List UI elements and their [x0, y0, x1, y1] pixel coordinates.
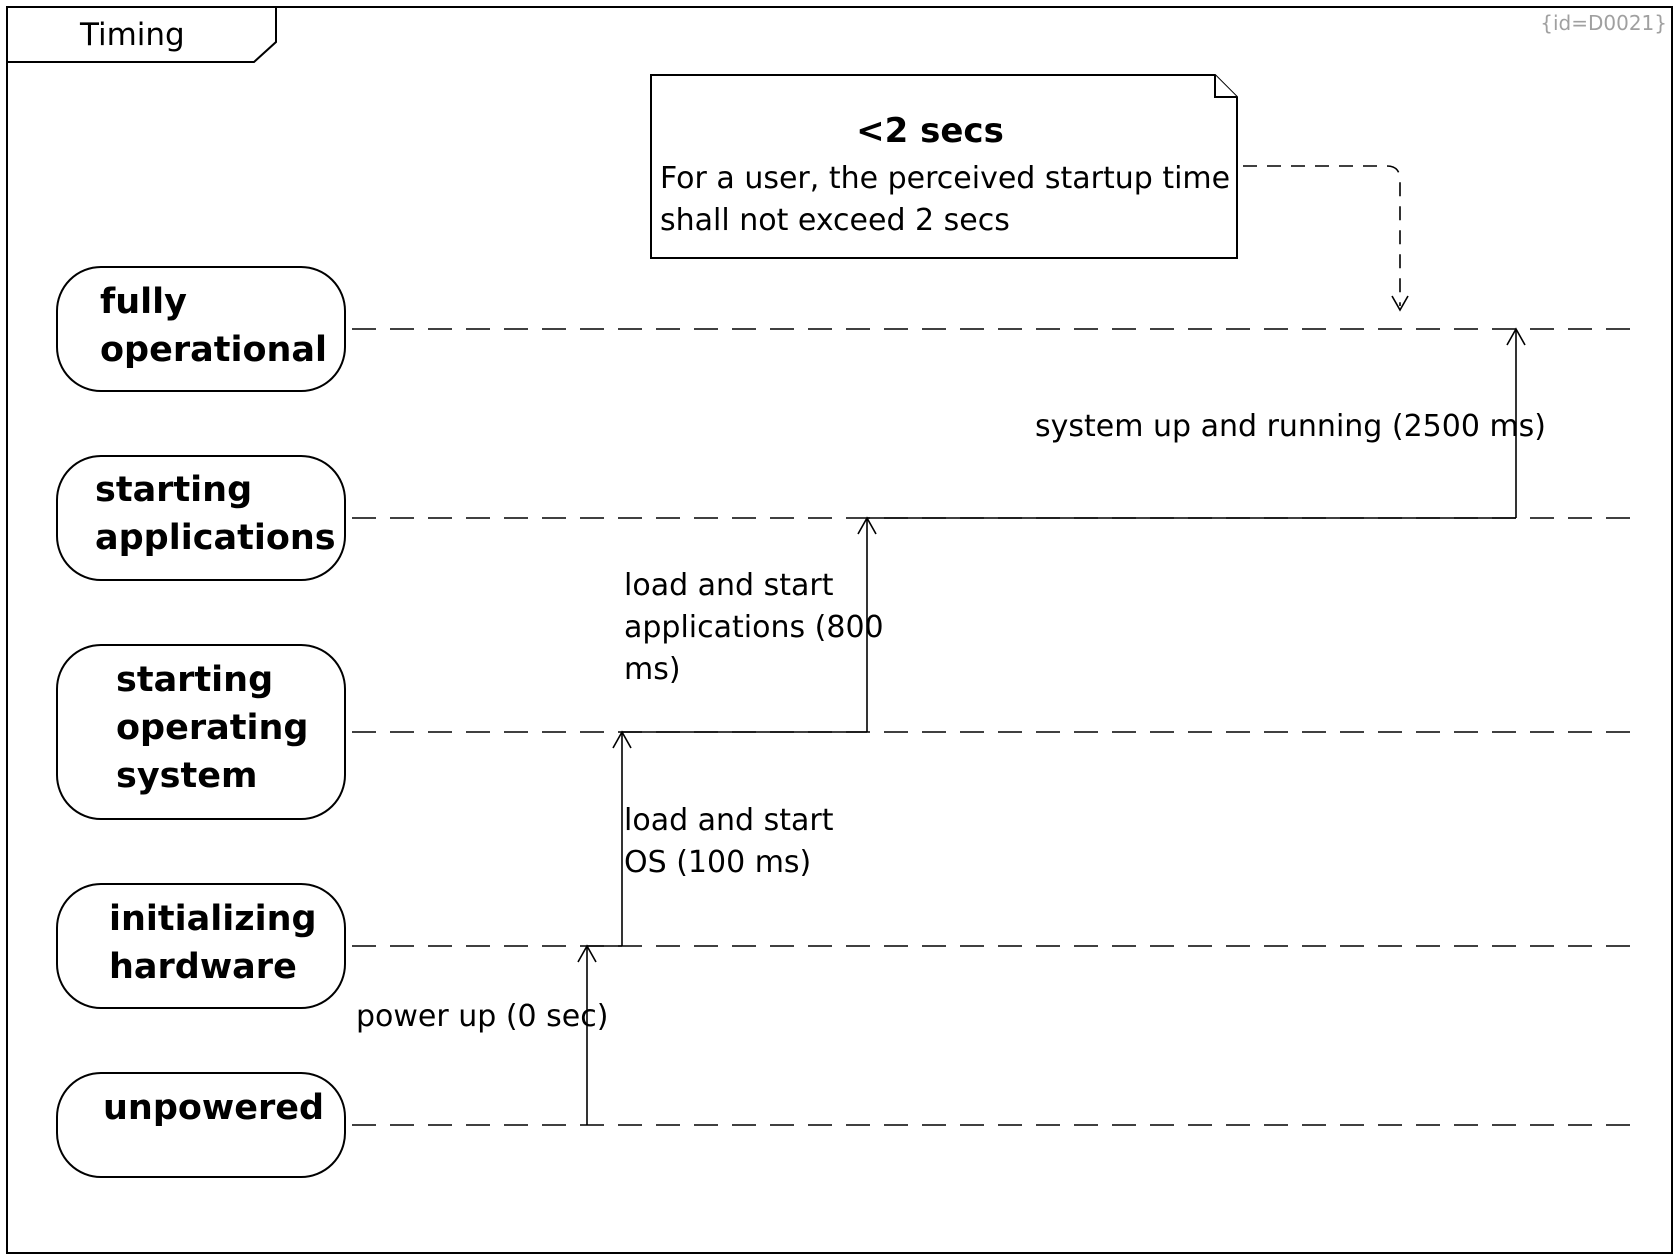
note-text-line: shall not exceed 2 secs — [660, 203, 1010, 238]
state-label: hardware — [109, 947, 297, 987]
frame-title: Timing — [79, 17, 185, 53]
state-label: initializing — [109, 899, 317, 939]
note-title: <2 secs — [856, 111, 1004, 151]
state-label: operating — [116, 708, 308, 748]
state-fully-operational: fully operational — [56, 266, 1630, 392]
note-text-line: For a user, the perceived startup time — [660, 161, 1230, 196]
state-initializing-hardware: initializing hardware — [56, 883, 1630, 1009]
state-label: starting — [95, 470, 252, 510]
transition-label: load and start — [624, 803, 834, 838]
note-corner-fold — [1214, 75, 1237, 98]
transition-label: applications (800 — [624, 610, 884, 645]
states-layer: fully operational starting applications star… — [56, 266, 1630, 1178]
state-label: starting — [116, 660, 273, 700]
state-box — [56, 644, 346, 820]
state-box — [56, 1072, 346, 1178]
note-connector — [1243, 165, 1401, 306]
state-label: applications — [95, 518, 336, 558]
transition-system-up: system up and running (2500 ms) — [1035, 327, 1546, 518]
state-label: unpowered — [103, 1088, 324, 1128]
state-label: operational — [100, 330, 327, 370]
transition-label: power up (0 sec) — [356, 999, 608, 1034]
transition-label: OS (100 ms) — [624, 845, 811, 880]
diagram-frame — [6, 6, 1673, 1254]
transition-arrowhead — [1506, 327, 1526, 346]
state-label: system — [116, 756, 257, 796]
state-box — [56, 455, 346, 581]
state-box — [56, 883, 346, 1009]
transition-label: load and start — [624, 568, 834, 603]
state-label: fully — [100, 282, 187, 322]
transition-label: system up and running (2500 ms) — [1035, 409, 1546, 444]
note-body — [650, 74, 1238, 259]
transition-load-os: load and start OS (100 ms) — [612, 730, 867, 946]
state-box — [56, 266, 346, 392]
frame-title-tab — [6, 6, 277, 63]
state-starting-operating-system: starting operating system — [56, 644, 1630, 820]
transition-power-up: power up (0 sec) — [356, 944, 622, 1125]
transitions-layer: power up (0 sec) load and start OS (100 ms… — [356, 327, 1546, 1125]
note-connector-arrowhead — [1391, 295, 1409, 312]
constraint-note: <2 secs For a user, the perceived startu… — [650, 74, 1238, 259]
transition-label: ms) — [624, 652, 681, 687]
transition-load-apps: load and start applications (800 ms) — [624, 516, 1516, 732]
frame-id-label: {id=D0021} — [1540, 11, 1667, 35]
state-unpowered: unpowered — [56, 1072, 1630, 1178]
